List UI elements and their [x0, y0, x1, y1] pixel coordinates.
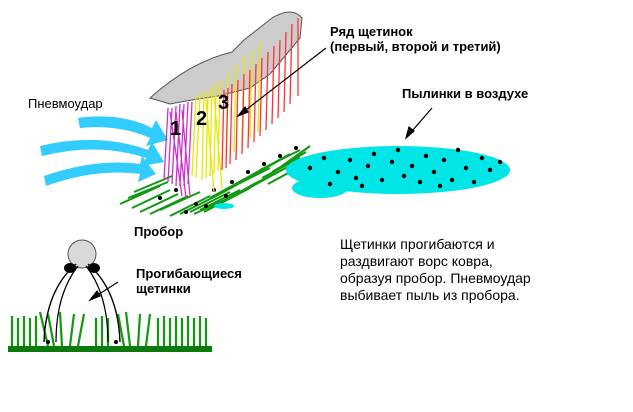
description-line-3: образуя пробор. Пневмоудар	[340, 270, 531, 286]
dust-cloud-tail	[292, 178, 348, 198]
bristle-row-label-line1: Ряд щетинок	[330, 24, 413, 39]
dust-particles	[307, 147, 503, 189]
air-blast-arrows	[40, 116, 168, 186]
parting-label: Пробор	[134, 224, 184, 239]
bristle-row-label-line2: (первый, второй и третий)	[330, 39, 501, 54]
dust-in-air-label: Пылинки в воздухе	[402, 86, 529, 101]
bristle-tip-left	[46, 340, 50, 344]
air-arrow-2	[40, 139, 164, 166]
dust-cloud	[214, 146, 510, 209]
row-number-2: 2	[196, 108, 208, 130]
bristle-clamp-right	[88, 263, 100, 273]
bristle-tip-right	[114, 340, 118, 344]
description-text: Щетинки прогибаются и раздвигают ворс ко…	[340, 236, 531, 304]
bending-bristles-label-line2: щетинки	[136, 281, 191, 296]
carpet-base	[8, 346, 212, 352]
row-number-3: 3	[218, 92, 230, 114]
bristle-holder-section	[43, 239, 121, 344]
air-arrow-3	[44, 156, 156, 186]
carpet-tufts	[10, 311, 208, 347]
carpet-section	[8, 311, 212, 352]
bending-bristles-label-line1: Прогибающиеся	[136, 266, 242, 281]
brush-head-section	[67, 239, 97, 269]
air-blast-label: Пневмоудар	[28, 96, 103, 111]
bristle-row-label: Ряд щетинок (первый, второй и третий)	[330, 24, 501, 54]
bending-bristles-label: Прогибающиеся щетинки	[136, 266, 242, 296]
carpet-pile-under-brush	[119, 145, 313, 217]
row-number-1: 1	[170, 118, 182, 140]
description-line-2: раздвигают ворс ковра,	[340, 253, 493, 269]
air-arrow-1	[78, 116, 168, 146]
description-line-4: выбивает пыль из пробора.	[340, 287, 520, 303]
carpet-pile-dots	[158, 146, 298, 214]
dust-puff-small	[214, 203, 234, 209]
bristle-clamp-left	[64, 263, 76, 273]
brush-body	[149, 11, 303, 105]
bristle-row-1	[163, 101, 193, 199]
description-line-1: Щетинки прогибаются и	[340, 236, 495, 252]
bending-bristle-left-2	[55, 265, 79, 343]
leader-lines	[88, 47, 433, 302]
